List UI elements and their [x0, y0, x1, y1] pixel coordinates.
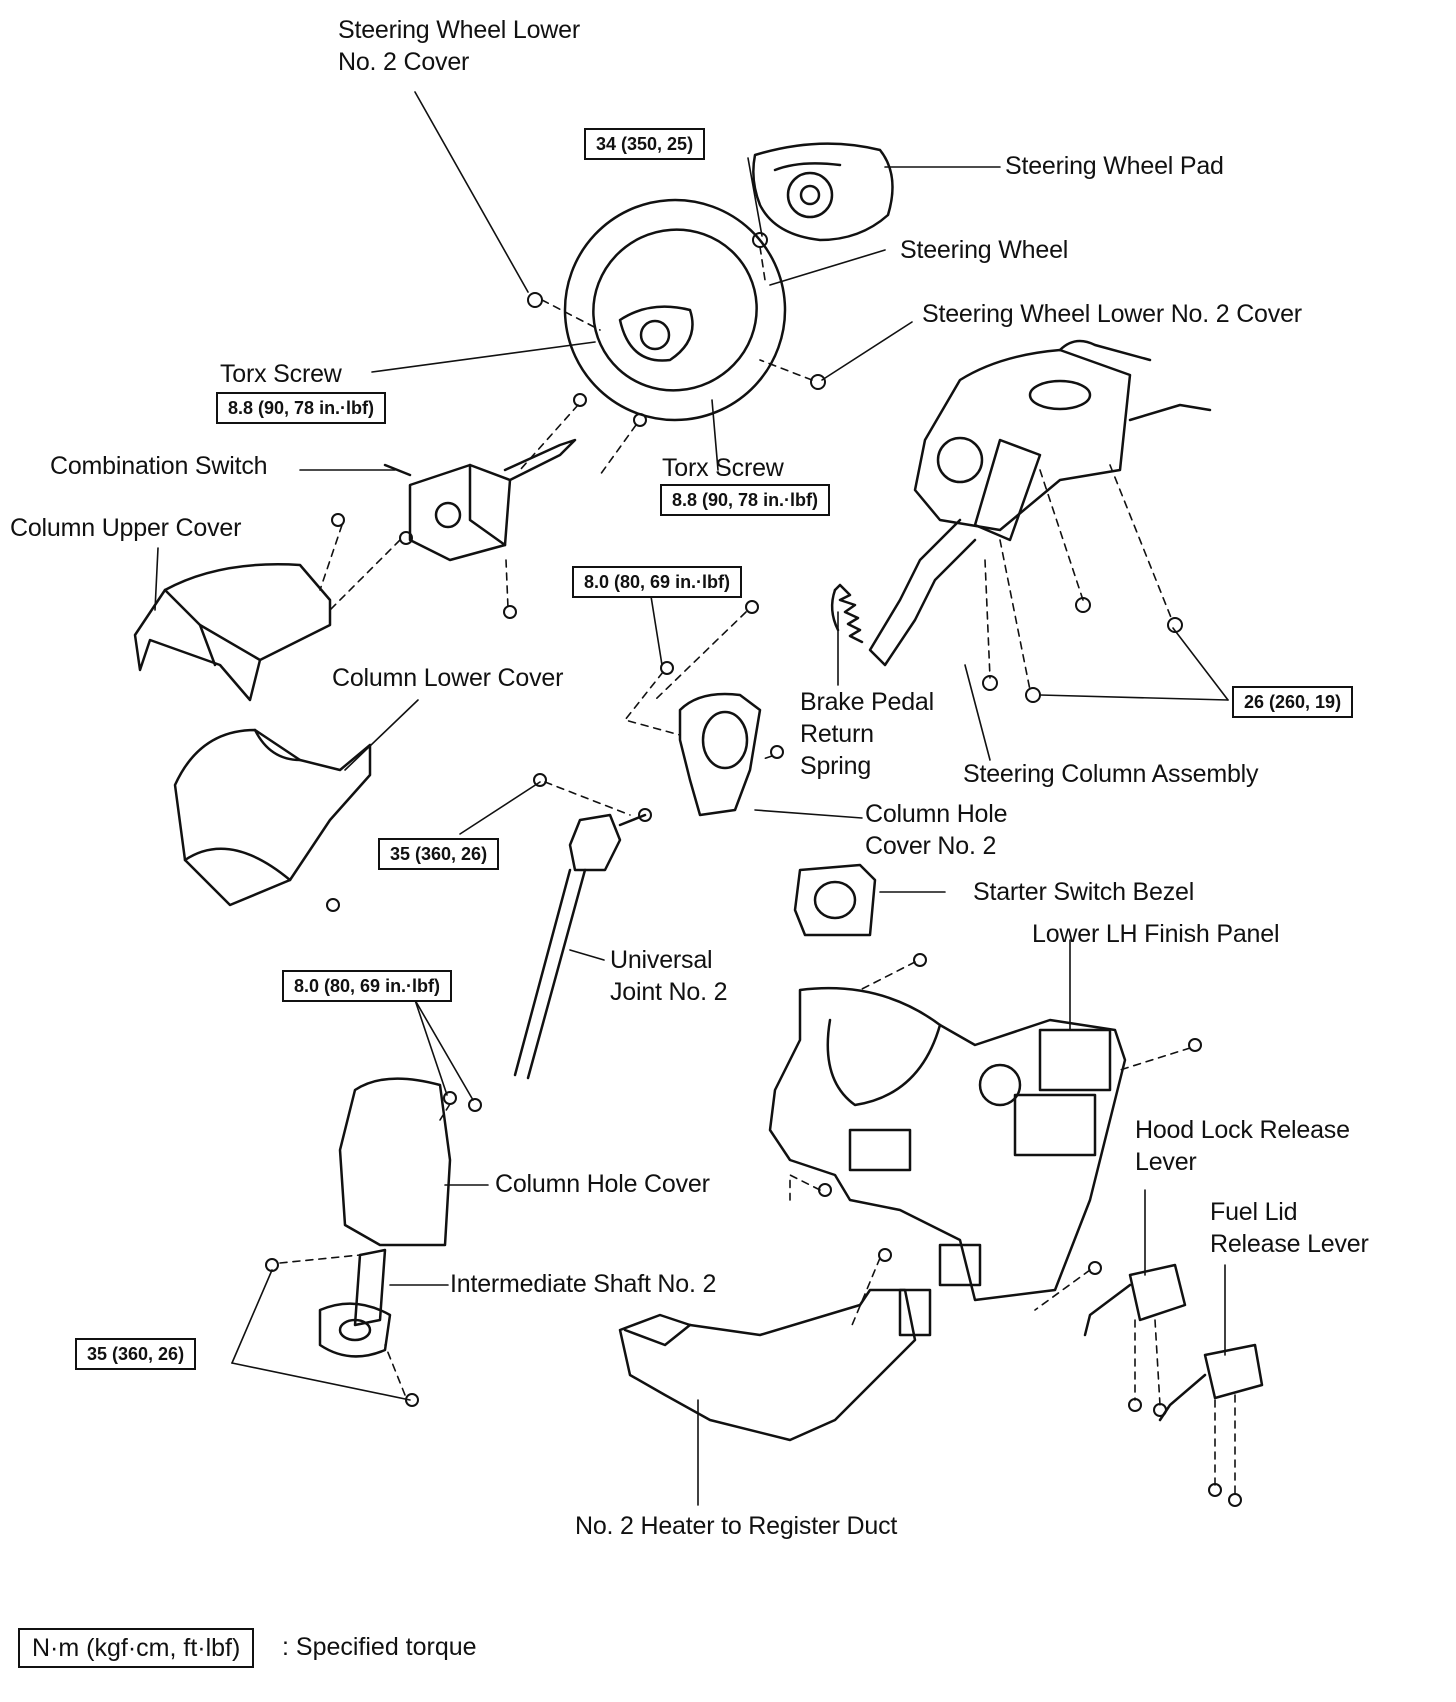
- torque-box-34: 34 (350, 25): [584, 128, 706, 160]
- universal-joint-shape: [513, 813, 647, 1080]
- label-sw-lower-cover-a-2: No. 2 Cover: [338, 48, 470, 76]
- label-combination-switch: Combination Switch: [50, 452, 268, 480]
- label-fuel-lid-lever-1: Fuel Lid: [1210, 1198, 1298, 1226]
- label-column-hole-cover-2-2: Cover No. 2: [865, 832, 997, 860]
- label-steering-wheel-pad: Steering Wheel Pad: [1005, 152, 1224, 180]
- steering-column-shape: [868, 339, 1212, 667]
- starter-bezel-shape: [793, 863, 877, 937]
- label-column-hole-cover-2-1: Column Hole: [865, 800, 1008, 828]
- label-sw-lower-cover-a-1: Steering Wheel Lower: [338, 16, 580, 44]
- label-hood-lock-lever-1: Hood Lock Release: [1135, 1116, 1350, 1144]
- column-hole-cover-2-shape: [678, 692, 762, 817]
- combination-switch-shape: [383, 438, 577, 562]
- label-intermediate-shaft: Intermediate Shaft No. 2: [450, 1270, 717, 1298]
- torque-leader-lines: [231, 157, 1229, 1401]
- torque-box-8-0-upper: 8.0 (80, 69 in.·lbf): [572, 566, 743, 598]
- brake-spring-shape: [830, 583, 864, 644]
- legend-torque-text: : Specified torque: [282, 1633, 477, 1661]
- torque-box-8-0-lower: 8.0 (80, 69 in.·lbf): [282, 970, 453, 1002]
- fuel-lever-shape: [1158, 1343, 1264, 1422]
- label-column-hole-cover: Column Hole Cover: [495, 1170, 710, 1198]
- label-steering-column-assembly: Steering Column Assembly: [963, 760, 1259, 788]
- label-brake-spring-2: Return: [800, 720, 874, 748]
- label-heater-duct: No. 2 Heater to Register Duct: [575, 1512, 898, 1540]
- label-hood-lock-lever-2: Lever: [1135, 1148, 1197, 1176]
- steering-wheel-shape: [563, 198, 787, 422]
- label-brake-spring-1: Brake Pedal: [800, 688, 934, 716]
- label-column-upper-cover: Column Upper Cover: [10, 514, 242, 542]
- column-upper-cover-shape: [133, 563, 332, 702]
- heater-duct-shape: [618, 1288, 932, 1442]
- label-universal-joint-1: Universal: [610, 946, 713, 974]
- label-column-lower-cover: Column Lower Cover: [332, 664, 564, 692]
- torque-box-8-8-left: 8.8 (90, 78 in.·lbf): [216, 392, 387, 424]
- label-sw-lower-cover-b: Steering Wheel Lower No. 2 Cover: [922, 300, 1302, 328]
- label-starter-switch-bezel: Starter Switch Bezel: [973, 878, 1195, 906]
- label-torx-screw-left: Torx Screw: [220, 360, 342, 388]
- hood-lever-shape: [1083, 1263, 1187, 1337]
- leader-lines: [154, 91, 1226, 1506]
- lower-lh-finish-panel-shape: [768, 986, 1127, 1302]
- column-lower-cover-shape: [173, 728, 372, 907]
- label-lower-lh-finish-panel: Lower LH Finish Panel: [1032, 920, 1280, 948]
- label-fuel-lid-lever-2: Release Lever: [1210, 1230, 1369, 1258]
- torque-box-35-lower: 35 (360, 26): [75, 1338, 197, 1370]
- torque-box-26: 26 (260, 19): [1232, 686, 1354, 718]
- label-universal-joint-2: Joint No. 2: [610, 978, 728, 1006]
- intermediate-shaft-shape: [318, 1248, 392, 1358]
- assembly-dashed-lines: [279, 246, 1236, 1496]
- label-brake-spring-3: Spring: [800, 752, 872, 780]
- label-torx-screw-right: Torx Screw: [662, 454, 784, 482]
- torque-box-35-upper: 35 (360, 26): [378, 838, 500, 870]
- legend-torque-box: N·m (kgf·cm, ft·lbf): [18, 1628, 255, 1668]
- label-steering-wheel: Steering Wheel: [900, 236, 1069, 264]
- torque-box-8-8-right: 8.8 (90, 78 in.·lbf): [660, 484, 831, 516]
- column-hole-cover-shape: [338, 1077, 452, 1247]
- steering-wheel-pad-shape: [752, 142, 894, 242]
